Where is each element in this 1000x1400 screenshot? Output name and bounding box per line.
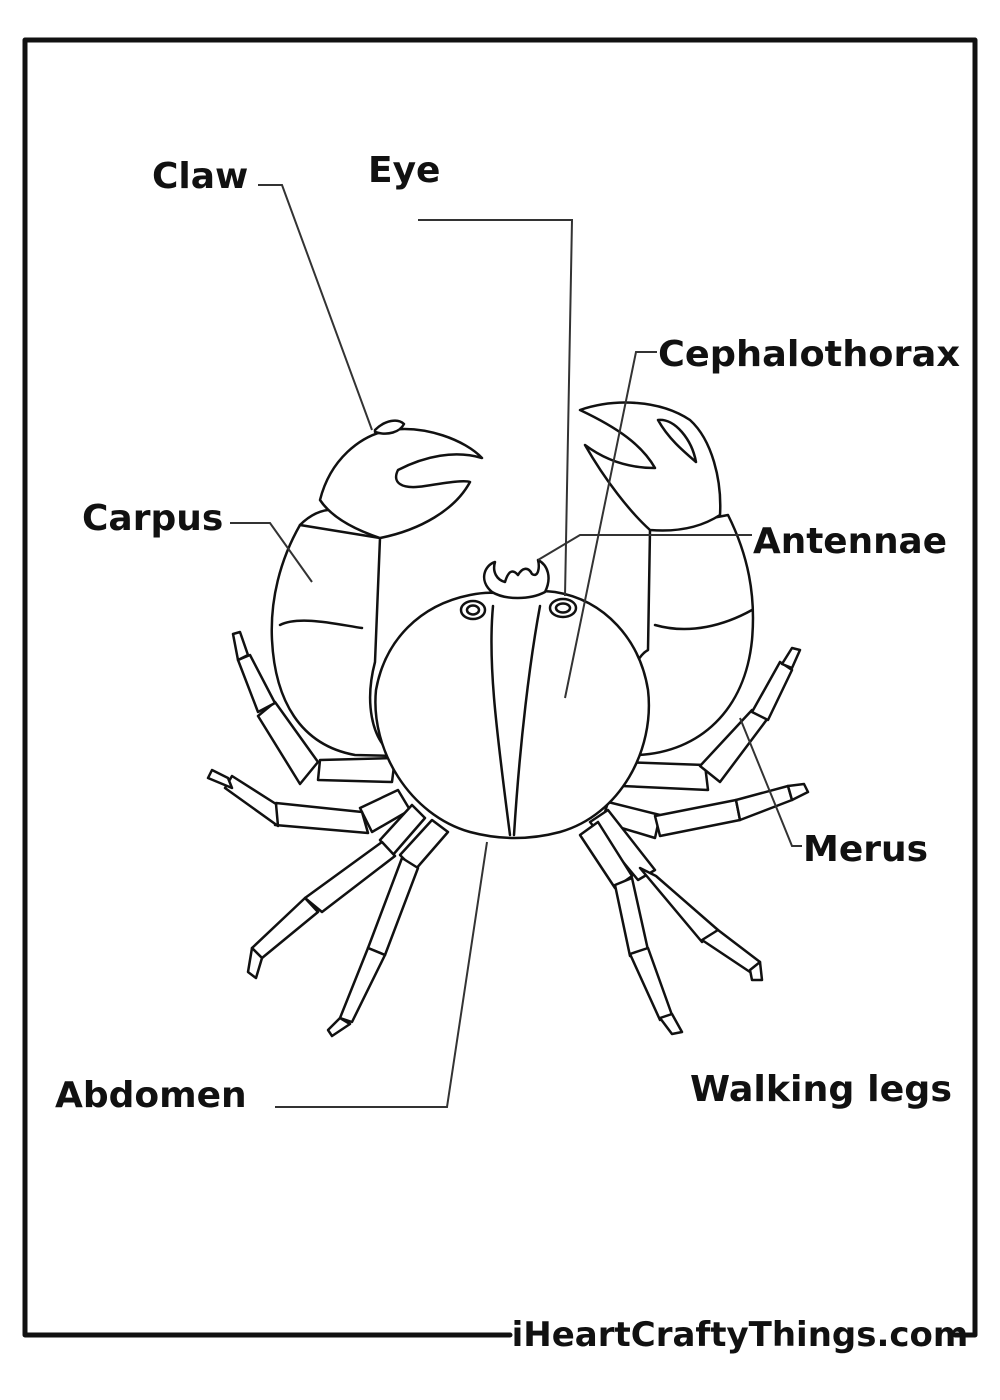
eye-pointer: [418, 220, 572, 596]
abdomen-pointer: [275, 842, 487, 1107]
label-cephalothorax: Cephalothorax: [658, 334, 960, 375]
crab-illustration: [208, 403, 808, 1036]
label-antennae: Antennae: [753, 521, 947, 562]
label-claw: Claw: [152, 156, 248, 197]
footer-site: iHeartCraftyThings.com: [512, 1315, 969, 1355]
antennae-icon: [484, 560, 548, 598]
label-walking-legs: Walking legs: [690, 1069, 952, 1110]
left-eye-icon: [461, 601, 485, 619]
label-merus: Merus: [803, 829, 928, 870]
right-eye-icon: [550, 599, 576, 617]
label-eye: Eye: [368, 150, 440, 191]
label-carpus: Carpus: [82, 498, 223, 539]
crab-body: [375, 560, 648, 838]
label-abdomen: Abdomen: [55, 1075, 247, 1116]
claw-pointer: [258, 185, 372, 430]
